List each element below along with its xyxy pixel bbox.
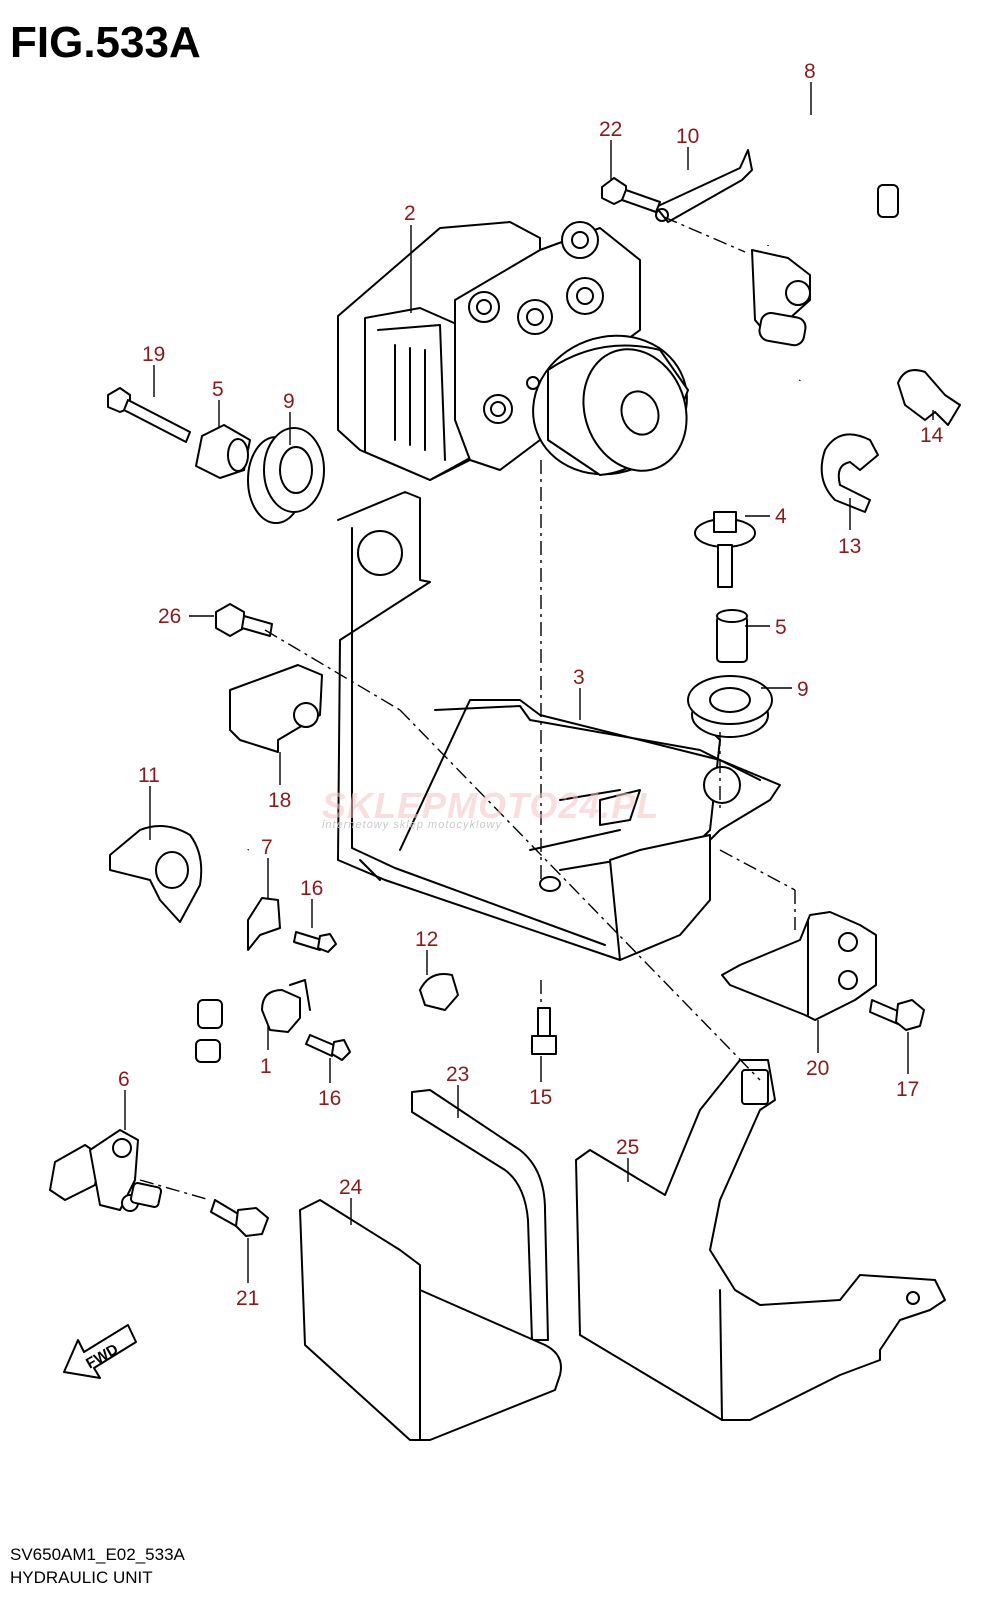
part-9-grommet-right xyxy=(687,675,773,738)
part-24-cover xyxy=(299,1199,562,1441)
figure-name: HYDRAULIC UNIT xyxy=(10,1568,153,1587)
part-9-grommet-left xyxy=(247,427,325,524)
label-part-2: 2 xyxy=(404,202,416,225)
label-part-9-left: 9 xyxy=(283,390,295,413)
part-3-bracket xyxy=(337,491,781,961)
figure-code: SV650AM1_E02_533A xyxy=(10,1545,185,1564)
part-25-cover xyxy=(575,1059,946,1421)
part-4-screw xyxy=(694,511,756,588)
leader-lines xyxy=(124,82,934,1283)
label-part-12: 12 xyxy=(415,928,438,951)
label-part-19: 19 xyxy=(142,343,165,366)
label-part-8: 8 xyxy=(804,60,816,83)
part-6-wheel-sensor xyxy=(49,849,250,1212)
part-10-clamp xyxy=(655,149,753,223)
part-23-cover xyxy=(411,1089,549,1341)
part-13-clip xyxy=(820,433,879,513)
label-part-7: 7 xyxy=(261,836,273,859)
label-part-16-lower: 16 xyxy=(318,1087,341,1110)
label-part-16-upper: 16 xyxy=(300,877,323,900)
part-7-clamp xyxy=(247,897,281,951)
part-1-clamp xyxy=(261,979,311,1033)
label-part-17: 17 xyxy=(896,1078,919,1101)
watermark-logo: SKLEPMOTO24.PL xyxy=(322,785,660,826)
part-2-hydraulic-unit xyxy=(337,221,689,481)
part-20-bracket xyxy=(721,911,877,1021)
part-5-collar-left xyxy=(195,424,251,479)
assembly-lines xyxy=(139,216,796,1201)
part-17-bolt xyxy=(869,999,925,1031)
label-part-25: 25 xyxy=(616,1136,639,1159)
part-21-bolt xyxy=(210,1199,269,1237)
part-15-bolt xyxy=(531,1007,557,1055)
part-5-collar-right xyxy=(716,609,748,663)
label-part-13: 13 xyxy=(838,535,861,558)
label-part-14: 14 xyxy=(920,424,944,447)
label-part-23: 23 xyxy=(446,1063,469,1086)
watermark-tagline: internetowy sklep motocyklowy xyxy=(322,819,503,831)
label-part-1: 1 xyxy=(260,1055,272,1078)
part-11-clamp xyxy=(109,825,203,923)
part-labels: 1 2 3 4 5 5 6 7 8 9 9 10 11 12 13 14 15 … xyxy=(118,60,944,1310)
part-16-bolt-lower xyxy=(305,1034,351,1061)
label-part-20: 20 xyxy=(806,1057,829,1080)
label-part-21: 21 xyxy=(236,1287,259,1310)
label-part-9-right: 9 xyxy=(797,678,809,701)
part-16-bolt-upper xyxy=(293,931,337,953)
part-14-clip xyxy=(897,369,961,426)
part-19-bolt xyxy=(107,387,191,443)
label-part-3: 3 xyxy=(573,666,585,689)
label-part-10: 10 xyxy=(676,125,699,148)
label-part-26: 26 xyxy=(158,605,181,628)
label-part-22: 22 xyxy=(599,118,622,141)
label-part-18: 18 xyxy=(268,789,291,812)
label-part-4: 4 xyxy=(775,505,787,528)
label-part-5-right: 5 xyxy=(775,616,787,639)
label-part-24: 24 xyxy=(339,1176,363,1199)
label-part-6: 6 xyxy=(118,1068,130,1091)
part-22-bolt xyxy=(601,177,661,213)
part-26-bolt xyxy=(215,603,273,637)
part-12-clip xyxy=(419,973,459,1011)
fwd-arrow: FWD xyxy=(63,1324,137,1379)
part-18-nut-plate xyxy=(229,664,323,753)
label-part-15: 15 xyxy=(529,1086,552,1109)
figure-title: FIG.533A xyxy=(10,18,201,67)
part-8-sensor-lead xyxy=(751,115,899,381)
label-part-11: 11 xyxy=(138,764,160,787)
label-part-5-left: 5 xyxy=(212,378,224,401)
